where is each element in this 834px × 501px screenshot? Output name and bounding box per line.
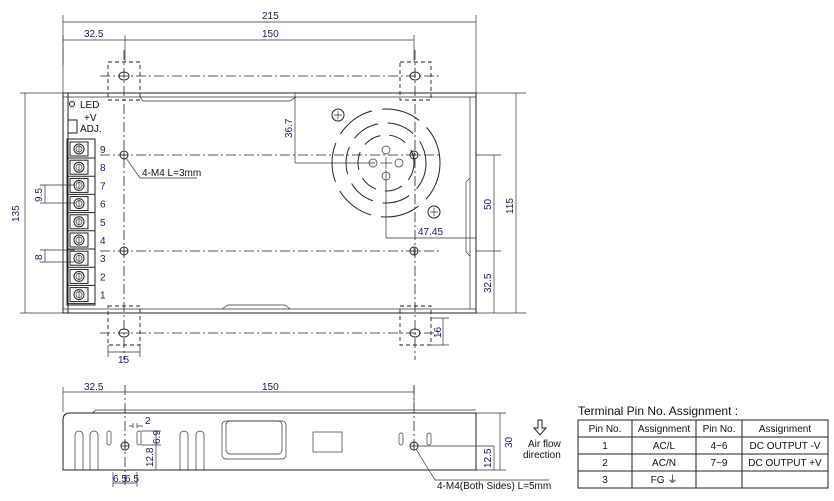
mounting-hole-icon bbox=[409, 246, 419, 256]
airflow-label: direction bbox=[523, 450, 561, 461]
airflow-arrow-icon bbox=[532, 419, 548, 436]
dim-hole-height: 12.5 bbox=[483, 448, 494, 468]
dimension-lines bbox=[20, 15, 526, 357]
terminal-screw-icon bbox=[73, 143, 85, 155]
mounting-tab bbox=[399, 305, 432, 346]
dim-hole-offset-vertical: 32.5 bbox=[483, 273, 494, 293]
dim-terminal-width: 8 bbox=[34, 254, 45, 260]
screw-note: 4-M4 L=3mm bbox=[142, 168, 201, 179]
table-cell: AC/N bbox=[652, 458, 676, 469]
dim-fan-center-offset: 47.45 bbox=[418, 227, 443, 238]
v-adj-potentiometer bbox=[67, 119, 78, 134]
terminal-screw-icon bbox=[73, 252, 85, 264]
terminal-number: 2 bbox=[100, 272, 106, 283]
dim-slot-right: 6.5 bbox=[125, 474, 139, 485]
dim-slot-base: 12.8 bbox=[145, 447, 156, 467]
terminal-number: 5 bbox=[100, 218, 106, 229]
table-cell: FG ⏚ bbox=[651, 474, 678, 486]
table-title: Terminal Pin No. Assignment : bbox=[578, 404, 738, 418]
side-outline bbox=[62, 412, 477, 471]
dim-hole-offset: 32.5 bbox=[84, 29, 104, 40]
table-cell: 7~9 bbox=[711, 458, 728, 469]
side-screw-note: 4-M4(Both Sides) L=5mm bbox=[437, 481, 551, 492]
dim-tab-height: 16 bbox=[433, 326, 444, 338]
terminal-number: 1 bbox=[100, 291, 106, 302]
mounting-tab bbox=[399, 61, 432, 101]
dim-hole-spacing: 150 bbox=[262, 29, 279, 40]
led-label: LED bbox=[80, 100, 99, 111]
terminal-screw-icon bbox=[73, 270, 85, 282]
dim-height-115: 115 bbox=[505, 198, 516, 214]
terminal-number: 4 bbox=[100, 236, 106, 247]
table-header: Pin No. bbox=[589, 424, 622, 435]
dim-slot-left: 6.5 bbox=[113, 474, 127, 485]
side-view: 32.5 150 2 6.9 12.8 6.5 6.5 30 12.5 4-M4… bbox=[62, 382, 562, 492]
terminal-screw-icon bbox=[73, 161, 85, 173]
table-cell: AC/L bbox=[653, 441, 676, 452]
table-header: Pin No. bbox=[703, 424, 736, 435]
side-dimension-lines bbox=[62, 387, 549, 487]
terminal-number: 9 bbox=[100, 145, 106, 156]
dim-slot-gap: 2 bbox=[145, 416, 151, 427]
dim-side-height: 30 bbox=[504, 436, 515, 448]
airflow-label: Air flow bbox=[528, 439, 562, 450]
terminal-number: 6 bbox=[100, 200, 106, 211]
terminal-number: 8 bbox=[100, 163, 106, 174]
dim-hole-spacing-vertical: 50 bbox=[483, 198, 494, 210]
dim-side-hole-offset: 32.5 bbox=[84, 382, 104, 393]
terminal-number: 7 bbox=[100, 181, 106, 192]
terminal-screw-icon bbox=[73, 216, 85, 228]
dim-tab-width: 15 bbox=[118, 355, 130, 366]
terminal-number: 3 bbox=[100, 254, 106, 265]
dim-overall-height: 135 bbox=[11, 205, 22, 222]
table-cell: 2 bbox=[602, 458, 608, 469]
terminal-screw-icon bbox=[73, 198, 85, 210]
terminal-screw-icon bbox=[73, 289, 85, 301]
terminal-screw-icon bbox=[73, 234, 85, 246]
table-cell: 3 bbox=[602, 475, 608, 486]
table-cell: DC OUTPUT -V bbox=[750, 441, 821, 452]
dim-fan-offset: 36.7 bbox=[284, 118, 295, 138]
dim-slot-height: 6.9 bbox=[152, 430, 163, 444]
led-icon bbox=[69, 101, 75, 107]
table-header: Assignment bbox=[759, 424, 811, 435]
dim-terminal-pitch: 9.5 bbox=[34, 188, 45, 202]
table-cell: 1 bbox=[602, 441, 608, 452]
terminal-block: 9 8 7 6 5 4 3 2 1 bbox=[66, 138, 106, 306]
chassis-outline bbox=[62, 92, 477, 314]
mounting-hole-icon bbox=[119, 246, 129, 256]
mounting-hole-icon bbox=[119, 150, 129, 160]
v-adj-label: +V bbox=[84, 113, 97, 124]
pin-assignment-table: Terminal Pin No. Assignment : Pin No. Ass… bbox=[577, 404, 829, 489]
top-view: LED +V ADJ. 9 8 7 6 5 4 3 2 1 4-M4 L=3mm 215 32.… bbox=[11, 11, 526, 366]
table-cell: 4~6 bbox=[711, 441, 728, 452]
table-header: Assignment bbox=[638, 424, 690, 435]
dim-overall-length: 215 bbox=[262, 11, 279, 22]
table-cell: DC OUTPUT +V bbox=[748, 458, 822, 469]
dim-side-hole-spacing: 150 bbox=[262, 382, 279, 393]
v-adj-label: ADJ. bbox=[80, 124, 102, 135]
terminal-screw-icon bbox=[73, 179, 85, 191]
